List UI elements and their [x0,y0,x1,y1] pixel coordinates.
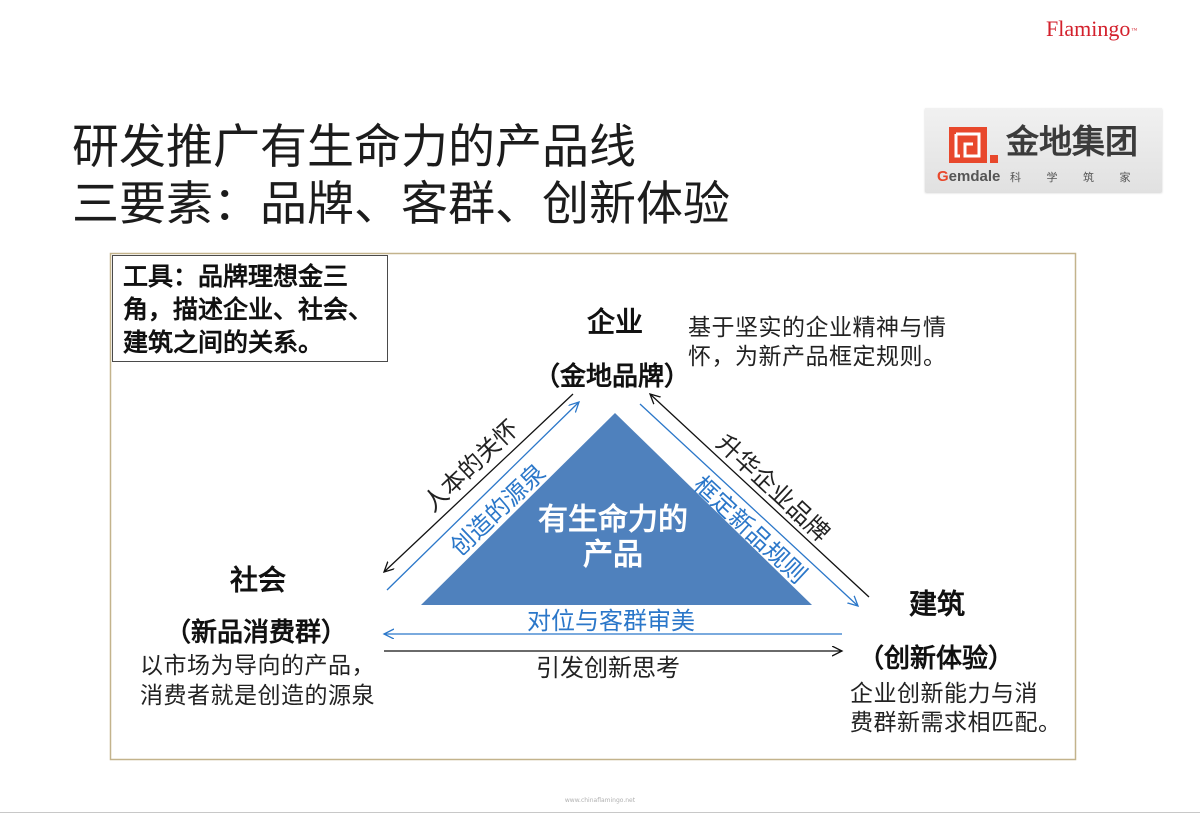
tool-note-line2: 角，描述企业、社会、 [123,295,374,324]
page-bottom-edge [0,812,1200,813]
diagram-frame [109,252,1077,761]
slide-title: 研发推广有生命力的产品线 三要素：品牌、客群、创新体验 [72,119,730,233]
logo-slogan: 科 学 筑 家 [1010,171,1142,184]
center-label-line1: 有生命力的 [538,503,688,538]
node-enterprise-desc-line2: 怀，为新产品框定规则。 [688,344,947,370]
tool-note-line1: 工具：品牌理想金三 [123,262,349,291]
slide-title-line2: 三要素：品牌、客群、创新体验 [72,177,730,232]
arrow-enterprise-to-society [384,393,574,572]
node-enterprise-sub: （金地品牌） [534,361,690,392]
tool-note-line3: 建筑之间的关系。 [123,328,324,357]
link-label-society-to-architecture: 引发创新思考 [536,654,680,682]
node-society-desc-line1: 以市场为导向的产品， [140,653,375,679]
node-enterprise-desc-line1: 基于坚实的企业精神与情 [688,315,947,341]
node-architecture-desc-line2: 费群新需求相匹配。 [850,710,1062,736]
node-architecture-name: 建筑 [909,588,965,621]
center-label-line2: 产品 [583,538,643,573]
slide-title-line1: 研发推广有生命力的产品线 [72,120,636,175]
node-enterprise-name: 企业 [587,306,643,339]
logo-chinese-name: 金地集团 [1006,122,1138,161]
trademark-symbol: ™ [1131,28,1138,34]
arrow-architecture-to-enterprise [650,394,870,598]
tool-note-box: 工具：品牌理想金三 角，描述企业、社会、 建筑之间的关系。 [112,255,388,362]
logo-english-name: Gemdale [937,168,1001,185]
node-society-name: 社会 [230,564,286,597]
arrow-enterprise-to-architecture [639,403,858,606]
node-society-sub: （新品消费群） [165,617,347,648]
product-triangle [421,413,812,605]
arrow-society-to-enterprise [386,402,579,591]
gemdale-logo: 金地集团 Gemdale 科 学 筑 家 [925,108,1162,192]
node-architecture-desc-line1: 企业创新能力与消 [850,681,1038,707]
flamingo-brand: Flamingo™ [1046,16,1137,42]
link-label-architecture-to-society: 对位与客群审美 [527,607,695,635]
brand-name: Flamingo [1046,16,1131,41]
node-society-desc-line2: 消费者就是创造的源泉 [140,683,375,709]
node-architecture-sub: （创新体验） [858,643,1014,674]
footer-url: www.chinaflamingo.net [564,797,636,804]
gemdale-logo-mark-icon [949,127,998,163]
